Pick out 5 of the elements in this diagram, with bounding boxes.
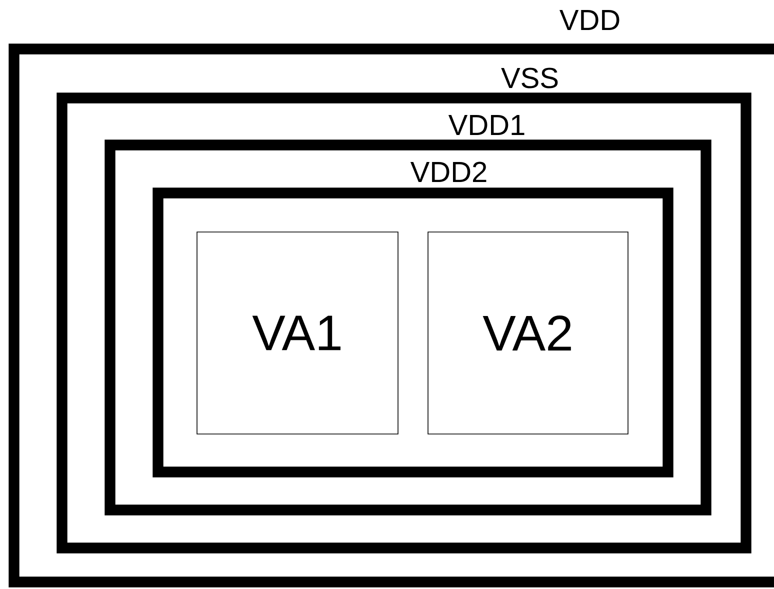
node-label: VDD2 <box>410 162 486 182</box>
block-box: VA1 <box>196 232 398 434</box>
node-label: VDD1 <box>448 115 524 135</box>
block-box: VA2 <box>428 232 628 434</box>
node-label: VSS <box>501 68 558 88</box>
